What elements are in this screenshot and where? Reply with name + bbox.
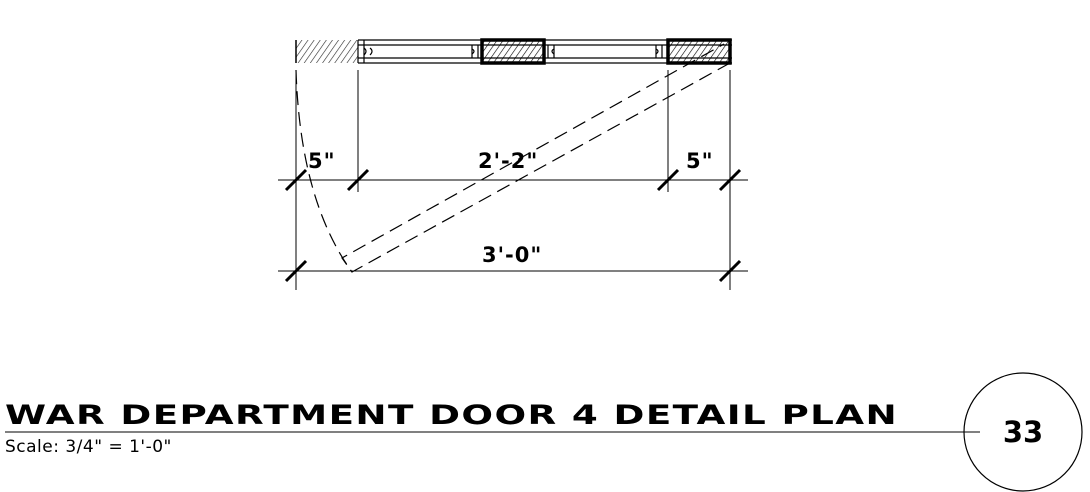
tick bbox=[284, 259, 308, 283]
door-swing bbox=[295, 43, 731, 273]
door-block-center bbox=[480, 38, 546, 65]
dim-left-jamb: 5" bbox=[308, 149, 336, 173]
detail-number: 33 bbox=[1003, 415, 1043, 449]
dim-right-jamb: 5" bbox=[686, 149, 714, 173]
detail-number-bubble bbox=[963, 372, 1083, 492]
tick-marks bbox=[284, 168, 742, 283]
detail-title: WAR DEPARTMENT DOOR 4 DETAIL PLAN bbox=[5, 400, 898, 431]
dim-overall: 3'-0" bbox=[482, 243, 542, 267]
tick bbox=[718, 259, 742, 283]
wall-section bbox=[295, 38, 732, 65]
dim-opening: 2'-2" bbox=[478, 149, 538, 173]
tick bbox=[656, 168, 680, 192]
swing-arc bbox=[295, 69, 353, 273]
door-block-right bbox=[666, 38, 732, 65]
tick bbox=[718, 168, 742, 192]
door-leaf-outline bbox=[341, 43, 731, 273]
tick bbox=[284, 168, 308, 192]
left-wall-hatch bbox=[296, 40, 358, 63]
scale-note: Scale: 3/4" = 1'-0" bbox=[5, 437, 172, 457]
tick bbox=[346, 168, 370, 192]
